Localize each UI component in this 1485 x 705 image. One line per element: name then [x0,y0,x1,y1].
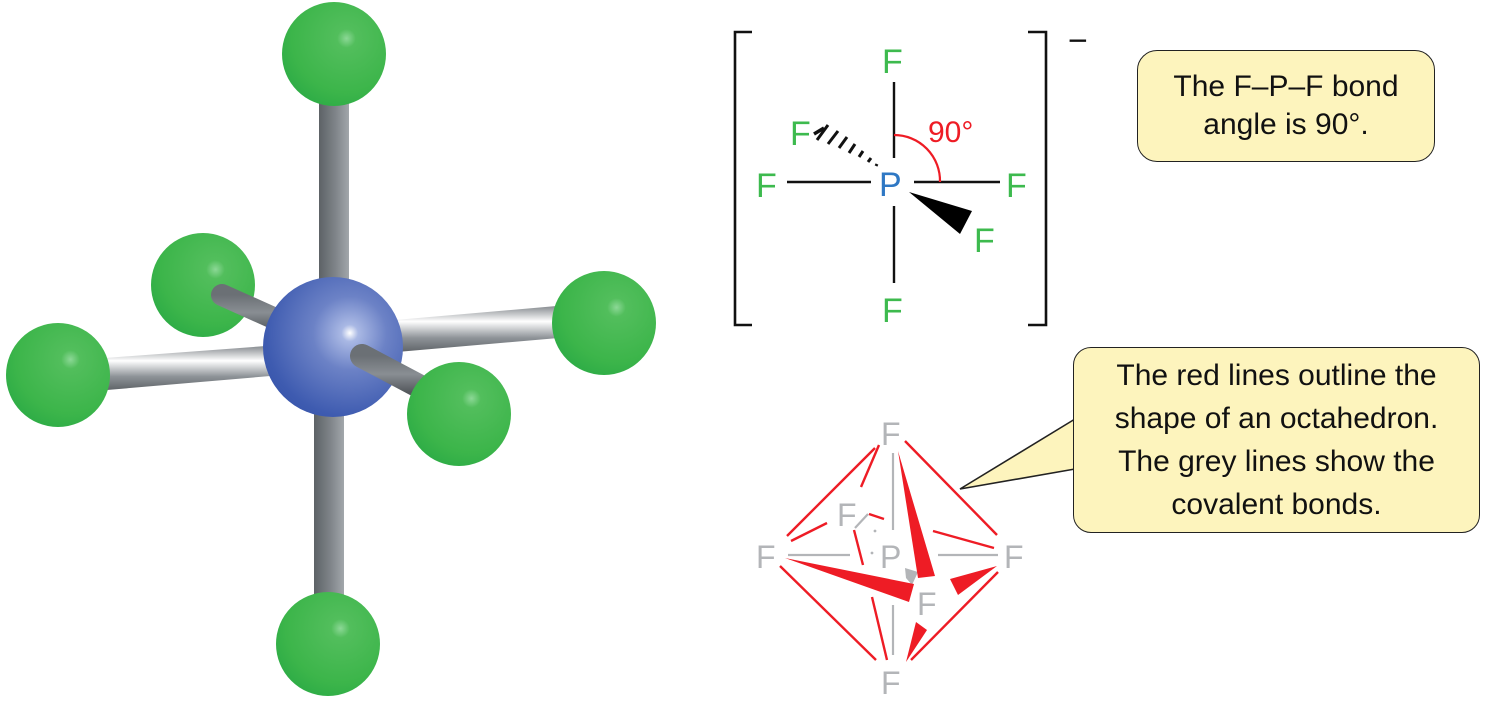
bond-angle-callout: The F–P–F bond angle is 90°. [1137,50,1435,162]
callout-line: The red lines outline the [1116,359,1437,392]
oct-label-f-top: F [881,416,901,452]
callout-pointer [959,417,1076,490]
fluorine-atom-left [6,323,110,427]
bond-rod-right [395,305,570,352]
bond-rod-left [105,345,282,390]
atom-label-f-bottom: F [882,292,903,330]
angle-arc [893,133,942,183]
fluorine-atom-right [552,271,656,375]
atom-label-f-right: F [1006,167,1027,205]
solid-wedge-bond [909,192,972,234]
callout-line: covalent bonds. [1171,488,1382,521]
atom-label-p: P [879,166,902,204]
octahedron-labels: F F F F F F P [756,416,1024,701]
oct-label-f-front: F [917,586,937,622]
fluorine-atom-front-right [407,362,511,466]
bond-rod-bottom [314,405,344,597]
callout-line: The grey lines show the [1118,445,1435,478]
oct-label-f-back: F [837,497,857,533]
front-right-wedge [950,566,997,595]
callout-line: angle is 90°. [1203,108,1369,141]
oct-label-f-right: F [1004,539,1024,575]
oct-label-p: P [880,539,901,575]
callout-line: shape of an octahedron. [1114,402,1439,435]
right-bracket [1028,30,1048,327]
front-left-wedge [785,558,914,602]
atom-label-f-hashed: F [790,115,811,153]
fluorine-atom-bottom [276,592,380,696]
atom-label-f-top: F [882,43,903,81]
octahedron-diagram: F F F F F F P [756,416,1076,701]
oct-label-f-left: F [756,539,776,575]
bond-rod-top [319,100,349,290]
atom-label-f-wedge: F [974,222,995,260]
octahedron-callout: The red lines outline the shape of an oc… [1073,347,1480,533]
fluorine-atom-top [282,2,386,106]
wedge-dash-structure: − 90° P F [733,22,1088,330]
phosphorus-atom [263,277,403,417]
atom-label-f-left: F [756,167,777,205]
angle-label: 90° [928,116,973,149]
callout-line: The F–P–F bond [1173,70,1399,103]
front-top-wedge [898,451,935,578]
oct-label-f-bottom: F [881,665,901,700]
covalent-bonds [788,453,998,655]
fluorine-atom-back-left [151,233,255,337]
left-bracket [733,30,752,327]
front-bottom-wedge [906,622,927,662]
charge-sign: − [1068,22,1088,60]
hashed-wedge-bond [813,124,879,167]
ball-and-stick-model [6,2,656,696]
oct-dots [870,529,877,555]
octahedron-edges [779,440,999,662]
